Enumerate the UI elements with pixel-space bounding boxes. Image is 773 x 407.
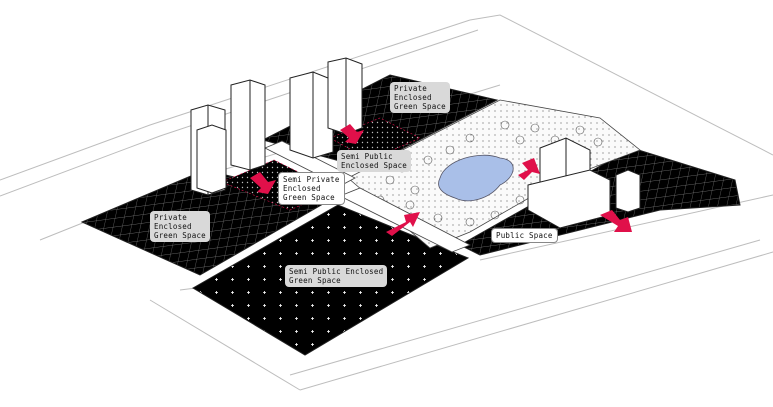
label-semi-private-green: Semi Private Enclosed Green Space [278, 172, 345, 205]
label-public-space: Public Space [491, 228, 558, 243]
label-private-green-top: Private Enclosed Green Space [390, 82, 450, 113]
label-semi-public-green: Semi Public Enclosed Green Space [285, 265, 387, 287]
label-semi-public-space: Semi Public Enclosed Space [337, 150, 411, 172]
label-private-green-left: Private Enclosed Green Space [150, 211, 210, 242]
